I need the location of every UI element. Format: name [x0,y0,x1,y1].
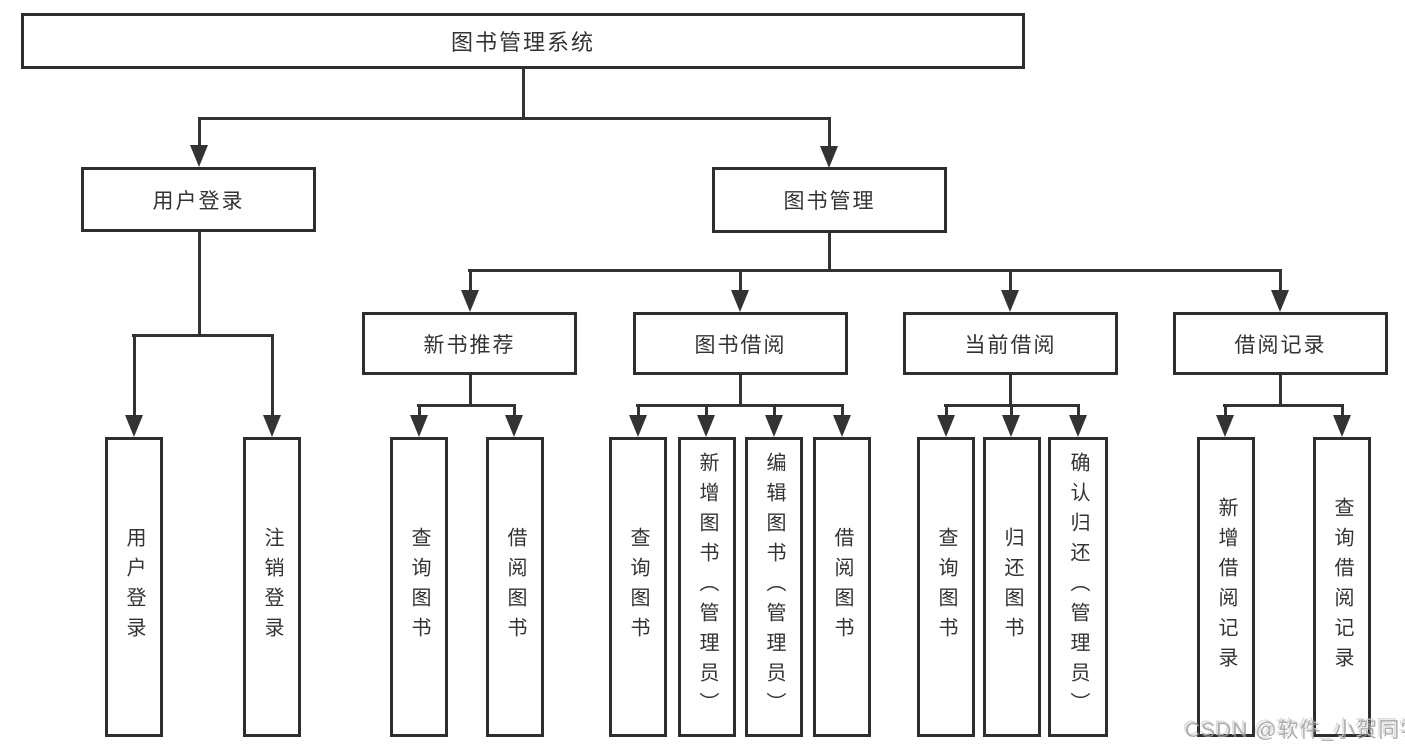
connector-book-borrow-stem [739,375,742,406]
leaf-user-login: 用户登录 [105,437,163,737]
connector-user-login-branch [132,334,274,337]
arrowhead-borrow-records [1271,290,1289,312]
arrowhead-leaf [1069,415,1087,437]
leaf-query-books-current: 查询图书 [917,437,975,737]
arrowhead-new-book-recommend [461,290,479,312]
connector-to-user-login [198,117,201,146]
node-user-login: 用户登录 [81,167,316,232]
arrowhead-book-management [820,146,838,168]
leaf-borrow-books-recommend: 借阅图书 [486,437,544,737]
connector-to-book-management [828,117,831,147]
connector-to-leaf-user-login [133,334,136,416]
leaf-query-books-borrow: 查询图书 [609,437,667,737]
leaf-query-borrow-record: 查询借阅记录 [1313,437,1371,737]
arrowhead-leaf [697,415,715,437]
connector-to-leaf [841,404,844,416]
arrowhead-leaf-logout [263,415,281,437]
leaf-borrow-books: 借阅图书 [813,437,871,737]
connector-user-login-stem [198,232,201,337]
node-book-borrow: 图书借阅 [633,312,848,375]
arrowhead-leaf [505,415,523,437]
connector-to-book-borrow [739,269,742,292]
connector-to-leaf [1224,404,1227,416]
arrowhead-leaf [1333,415,1351,437]
arrowhead-current-borrow [1001,290,1019,312]
leaf-add-book-admin: 新增图书（管理员） [678,437,736,737]
leaf-logout: 注销登录 [243,437,301,737]
connector-to-leaf [418,404,421,416]
connector-level2-branch [198,117,831,120]
connector-book-management-stem [828,233,831,271]
connector-borrow-records-stem [1279,375,1282,406]
connector-to-leaf [705,404,708,416]
connector-to-leaf [773,404,776,416]
connector-borrow-records-branch [1223,404,1344,407]
connector-to-leaf [1010,404,1013,416]
connector-to-leaf-logout [271,334,274,416]
connector-book-borrow-branch [636,404,844,407]
connector-to-leaf [637,404,640,416]
connector-root-stem [522,69,525,118]
connector-to-current-borrow [1009,269,1012,292]
connector-to-borrow-records [1279,269,1282,292]
connector-to-leaf [1077,404,1080,416]
arrowhead-leaf [410,415,428,437]
connector-to-leaf [1341,404,1344,416]
arrowhead-leaf [765,415,783,437]
connector-new-book-recommend-branch [417,404,516,407]
arrowhead-leaf [1002,415,1020,437]
connector-current-borrow-stem [1009,375,1012,406]
leaf-query-books-recommend: 查询图书 [390,437,448,737]
csdn-watermark: CSDN @软件_小贺同学 [1185,719,1405,742]
node-current-borrow: 当前借阅 [903,312,1118,375]
connector-to-leaf [513,404,516,416]
leaf-add-borrow-record: 新增借阅记录 [1197,437,1255,737]
arrowhead-leaf [937,415,955,437]
node-book-management: 图书管理 [712,167,947,233]
arrowhead-leaf [1216,415,1234,437]
arrowhead-leaf [833,415,851,437]
node-root: 图书管理系统 [21,13,1025,69]
arrowhead-book-borrow [731,290,749,312]
arrowhead-leaf [629,415,647,437]
arrowhead-user-login [190,145,208,167]
leaf-edit-book-admin: 编辑图书（管理员） [745,437,803,737]
connector-to-leaf [945,404,948,416]
connector-new-book-recommend-stem [469,375,472,406]
leaf-return-book: 归还图书 [983,437,1041,737]
node-borrow-records: 借阅记录 [1173,312,1388,375]
connector-to-new-book-recommend [469,269,472,292]
arrowhead-leaf-user-login [125,415,143,437]
connector-level3-branch [468,269,1282,272]
leaf-confirm-return-admin: 确认归还（管理员） [1048,437,1108,737]
node-new-book-recommend: 新书推荐 [362,312,577,375]
